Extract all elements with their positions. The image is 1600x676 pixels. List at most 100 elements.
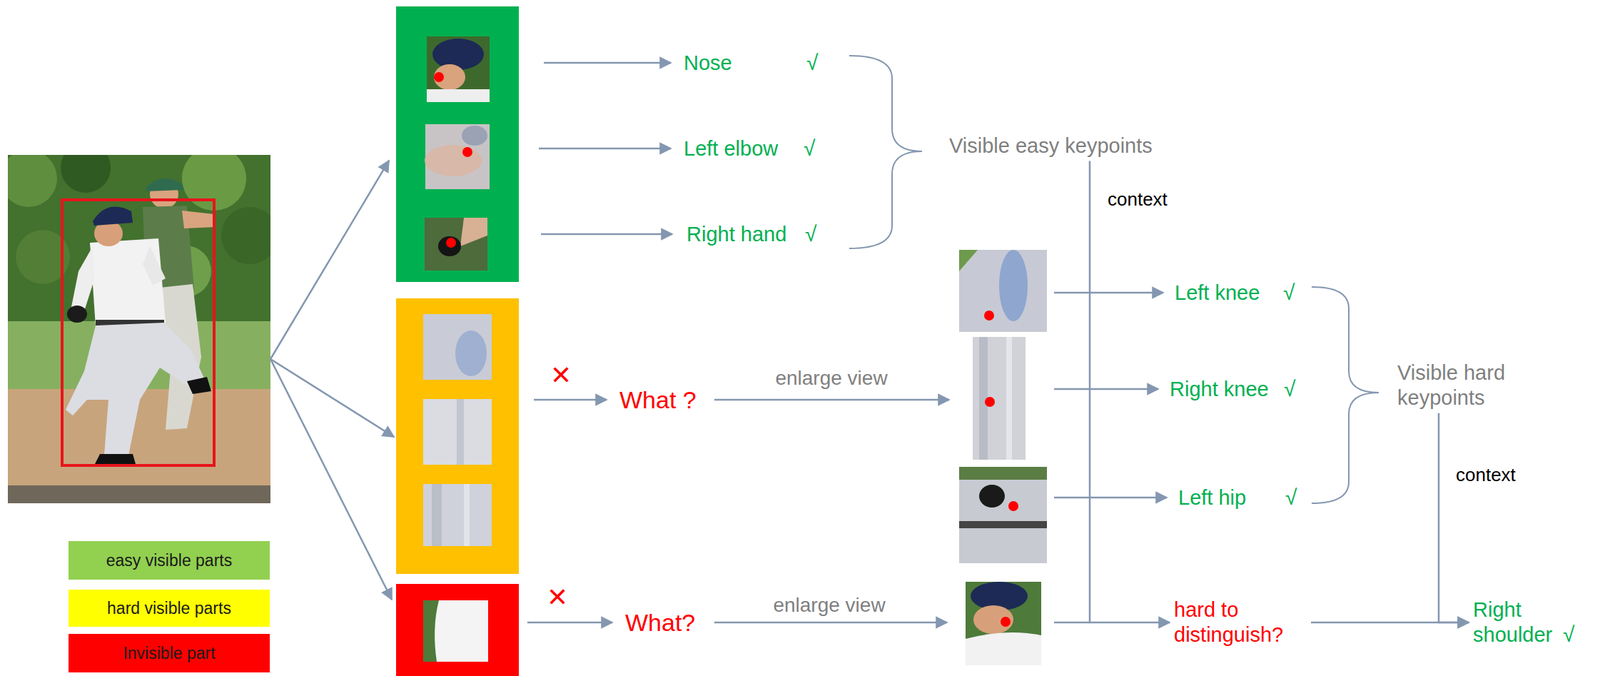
group-label: Visible hard keypoints (1397, 360, 1528, 411)
keypoint-name: Nose (683, 50, 807, 76)
right-knee-patch (1006, 336, 1012, 460)
left-knee-patch (999, 249, 1028, 322)
check-mark: √ (806, 49, 818, 76)
hard-patch (463, 483, 470, 546)
group-label: Visible easy keypoints (949, 133, 1153, 159)
right-shoulder-patch (965, 581, 1042, 666)
keypoint-name: Right shoulder (1472, 597, 1561, 648)
flow-arrow (714, 398, 950, 402)
nose-patch (426, 36, 490, 103)
hard-patch (423, 314, 492, 380)
keypoint-name: Left elbow (683, 136, 804, 162)
legend-swatch: Invisible part (68, 633, 270, 673)
hand-patch (424, 217, 488, 271)
baseball-photo (94, 453, 136, 466)
invisible-patch (423, 600, 489, 662)
check-mark: √ (803, 135, 815, 162)
flow-arrow (714, 621, 948, 624)
baseball-photo (89, 238, 166, 327)
text-node: Left elbow√ (679, 132, 820, 165)
elbow-patch (461, 125, 488, 146)
edge-label: context (1107, 188, 1168, 211)
left-hip-patch (959, 466, 1047, 564)
elbow-patch (425, 124, 490, 190)
left-knee-patch (959, 249, 978, 272)
text-node: hard to distinguish? (1169, 594, 1311, 651)
hard-patch (431, 483, 442, 546)
brace (1311, 286, 1379, 504)
hard-patch (423, 483, 492, 546)
hard-patch (455, 330, 487, 377)
step-label: enlarge view (772, 593, 885, 617)
check-mark: √ (1283, 279, 1295, 306)
baseball-photo (186, 376, 212, 394)
check-mark: √ (1562, 621, 1575, 648)
baseball-photo (7, 154, 271, 504)
keypoint-name: Left hip (1178, 485, 1286, 511)
baseball-photo (71, 246, 95, 312)
legend-text: Invisible part (122, 643, 215, 663)
hard-patch (423, 398, 492, 465)
text-node: Visible hard keypoints (1393, 357, 1532, 414)
text-node: Nose√ (679, 47, 823, 79)
right-shoulder-patch (965, 581, 1042, 666)
hand-patch (460, 217, 488, 247)
baseball-photo (181, 210, 216, 229)
flow-arrow (543, 62, 671, 65)
hard-patch (423, 398, 492, 465)
flow-arrow (270, 160, 389, 359)
hard-panel (396, 298, 519, 574)
invisible-patch (423, 600, 489, 662)
baseball-photo (60, 154, 111, 193)
baseball-photo (7, 154, 58, 207)
left-knee-patch (959, 249, 1047, 332)
keypoint-name: Right hand (686, 221, 805, 247)
cross-mark: ✕ (546, 582, 569, 613)
hand-patch (446, 237, 457, 248)
elbow-patch (424, 124, 490, 190)
flow-arrow (527, 621, 613, 624)
baseball-photo (7, 388, 271, 489)
right-knee-patch (972, 336, 1026, 460)
left-knee-patch (959, 249, 1047, 332)
right-shoulder-patch (973, 605, 1014, 634)
nose-patch (433, 72, 444, 83)
right-shoulder-patch (1000, 616, 1011, 627)
elbow-patch (424, 144, 482, 177)
legend-swatch: easy visible parts (68, 540, 270, 580)
baseball-photo (0, 142, 279, 504)
elbow-patch (462, 147, 473, 158)
nose-patch (426, 36, 490, 103)
hand-patch (424, 217, 488, 271)
nose-patch (426, 89, 490, 103)
flow-arrow (270, 358, 392, 600)
baseball-photo (7, 485, 271, 504)
baseball-photo (65, 322, 205, 456)
text-node: Left hip√ (1173, 481, 1301, 514)
right-knee-patch (984, 396, 995, 407)
hard-patch (456, 398, 464, 465)
context-arrow (1438, 413, 1469, 623)
flow-arrow (1054, 496, 1167, 499)
text-node: Visible easy keypoints (944, 130, 1157, 162)
flow-arrow (1054, 291, 1164, 295)
left-hip-patch (959, 520, 1047, 529)
person-bbox (62, 199, 215, 466)
flow-arrow (533, 398, 607, 402)
flow-arrow (1054, 388, 1159, 391)
baseball-photo (7, 154, 271, 504)
invisible-panel (396, 583, 519, 676)
left-hip-patch (1008, 500, 1019, 511)
legend-text: easy visible parts (106, 550, 232, 571)
text-node: What? (620, 605, 700, 641)
left-hip-patch (959, 466, 1047, 564)
flow-arrow (270, 358, 394, 437)
context-arrow (1310, 621, 1469, 624)
check-mark: √ (804, 221, 817, 247)
edge-label: context (1455, 463, 1516, 486)
baseball-photo (67, 305, 88, 323)
flow-arrow (538, 147, 671, 150)
baseball-photo (142, 246, 166, 286)
